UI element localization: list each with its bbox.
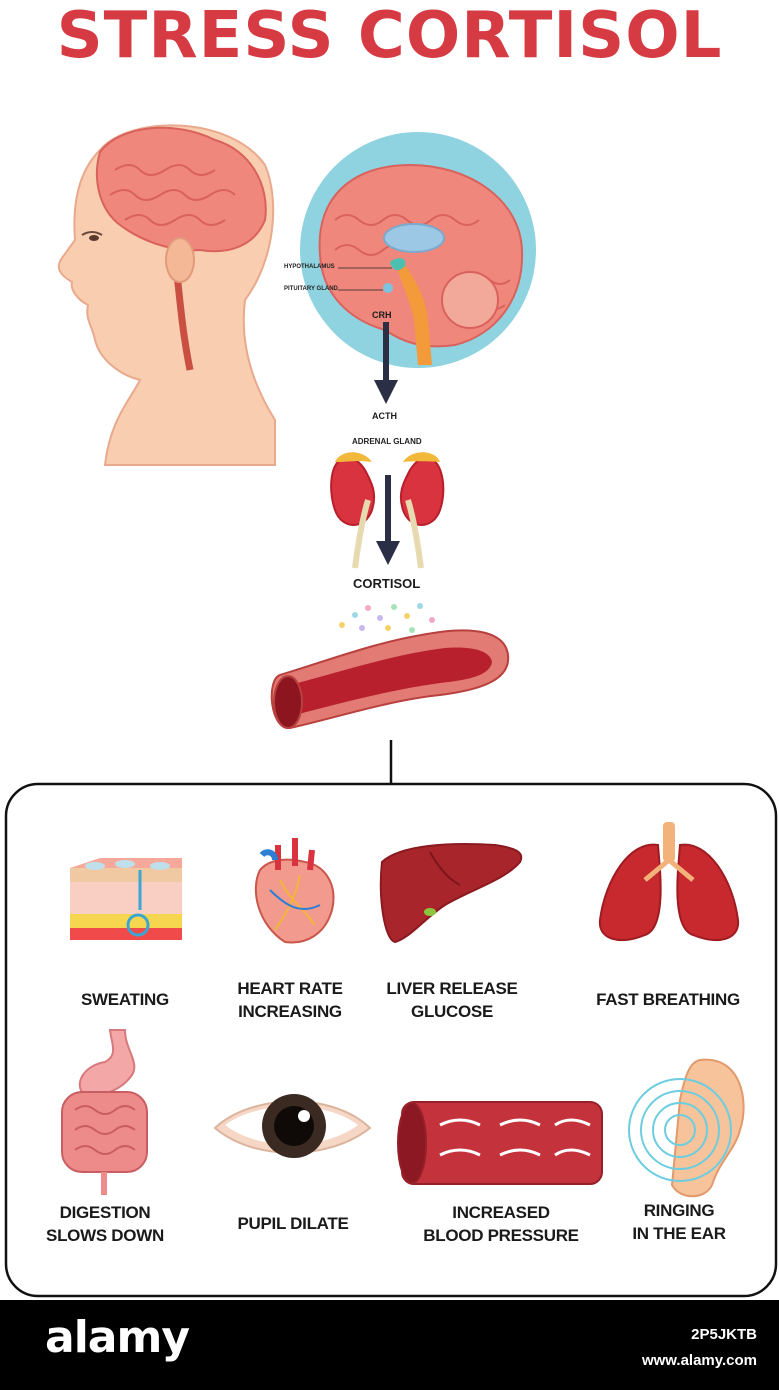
effect-breathing: FAST BREATHING xyxy=(588,988,748,1011)
effect-heart-rate-line2: INCREASING xyxy=(238,1002,342,1021)
image-id: 2P5JKTB xyxy=(691,1326,757,1343)
effect-heart-rate-line1: HEART RATE xyxy=(237,979,343,998)
heart-icon xyxy=(254,838,335,944)
eye-icon xyxy=(213,1094,372,1158)
effect-ringing-line1: RINGING xyxy=(643,1201,715,1220)
effect-digestion: DIGESTION SLOWS DOWN xyxy=(30,1201,180,1247)
effect-breathing-label: FAST BREATHING xyxy=(596,990,740,1009)
head-illustration xyxy=(57,124,276,466)
effect-ringing-line2: IN THE EAR xyxy=(632,1224,726,1243)
brain-section-illustration xyxy=(300,132,536,368)
ear-icon xyxy=(628,1058,745,1198)
adrenal-gland-label: ADRENAL GLAND xyxy=(352,437,422,446)
cortisol-label: CORTISOL xyxy=(353,576,421,591)
effect-pupil: PUPIL DILATE xyxy=(222,1212,364,1235)
liver-icon xyxy=(379,843,523,944)
effect-sweating: SWEATING xyxy=(60,988,190,1011)
digestion-icon xyxy=(61,1029,148,1195)
effect-pupil-label: PUPIL DILATE xyxy=(237,1214,349,1233)
effect-sweating-label: SWEATING xyxy=(81,990,169,1009)
skin-icon xyxy=(70,858,182,940)
diagram-art xyxy=(4,124,778,1298)
watermark-info: 2P5JKTB www.alamy.com xyxy=(642,1322,757,1374)
effect-liver: LIVER RELEASE GLUCOSE xyxy=(376,977,528,1023)
effect-liver-line1: LIVER RELEASE xyxy=(386,979,518,998)
hypothalamus-label: HYPOTHALAMUS xyxy=(284,264,335,270)
effect-liver-line2: GLUCOSE xyxy=(411,1002,493,1021)
kidney-illustration xyxy=(330,452,445,569)
effect-heart-rate: HEART RATE INCREASING xyxy=(220,977,360,1023)
site-url: www.alamy.com xyxy=(641,1352,757,1369)
blood-pressure-icon xyxy=(397,1101,603,1185)
effect-blood-pressure-line1: INCREASED xyxy=(452,1203,550,1222)
cortisol-particles xyxy=(339,603,435,633)
lungs-icon xyxy=(598,822,740,941)
blood-vessel-illustration xyxy=(270,629,510,730)
effect-blood-pressure: INCREASED BLOOD PRESSURE xyxy=(412,1201,590,1247)
page-title: STRESS CORTISOL xyxy=(56,0,723,73)
effect-blood-pressure-line2: BLOOD PRESSURE xyxy=(423,1226,579,1245)
effect-ringing: RINGING IN THE EAR xyxy=(618,1199,740,1245)
effect-digestion-line1: DIGESTION xyxy=(59,1203,151,1222)
effect-digestion-line2: SLOWS DOWN xyxy=(46,1226,164,1245)
pituitary-label: PITUITARY GLAND xyxy=(284,286,338,292)
alamy-logo: alamy xyxy=(45,1312,190,1363)
acth-label: ACTH xyxy=(372,411,397,421)
watermark-bar xyxy=(0,1300,779,1390)
crh-label: CRH xyxy=(372,310,392,320)
